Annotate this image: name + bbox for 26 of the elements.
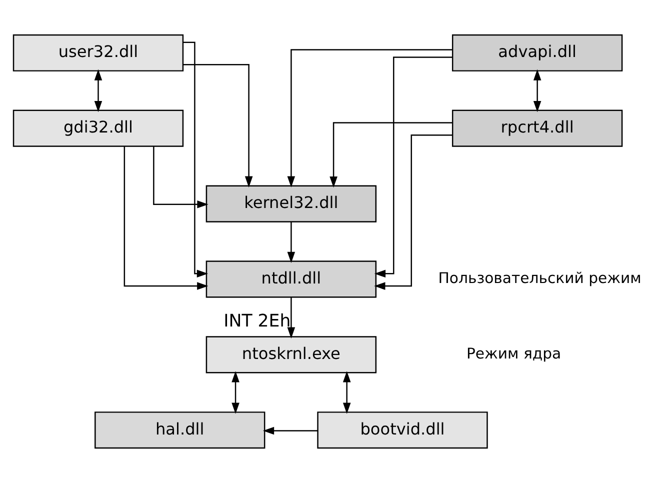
label: Пользовательский режим	[438, 270, 642, 288]
label: Режим ядра	[466, 346, 562, 363]
arrow	[262, 426, 318, 435]
arrow	[533, 69, 542, 112]
node-box: gdi32.dll	[12, 110, 184, 147]
node-box: rpcrt4.dll	[452, 110, 623, 147]
node-box: user32.dll	[12, 34, 184, 72]
arrow	[374, 134, 452, 290]
arrow	[183, 64, 253, 188]
node-box: kernel32.dll	[206, 185, 377, 222]
arrow	[374, 56, 452, 278]
edge-label: INT 2Eh	[224, 312, 291, 332]
arrow	[94, 69, 102, 112]
arrow	[232, 371, 240, 414]
arrow	[153, 146, 208, 208]
arrow	[287, 49, 452, 188]
arrow	[330, 122, 452, 188]
node-box: hal.dll	[94, 412, 266, 449]
node-box: bootvid.dll	[317, 412, 488, 449]
arrow	[287, 222, 296, 263]
arrow	[287, 298, 296, 338]
arrow	[342, 371, 351, 414]
arrow	[124, 146, 208, 290]
node-box: advapi.dll	[452, 34, 623, 72]
node-box: ntoskrnl.exe	[206, 336, 377, 374]
node-box: ntdll.dll	[206, 260, 377, 298]
